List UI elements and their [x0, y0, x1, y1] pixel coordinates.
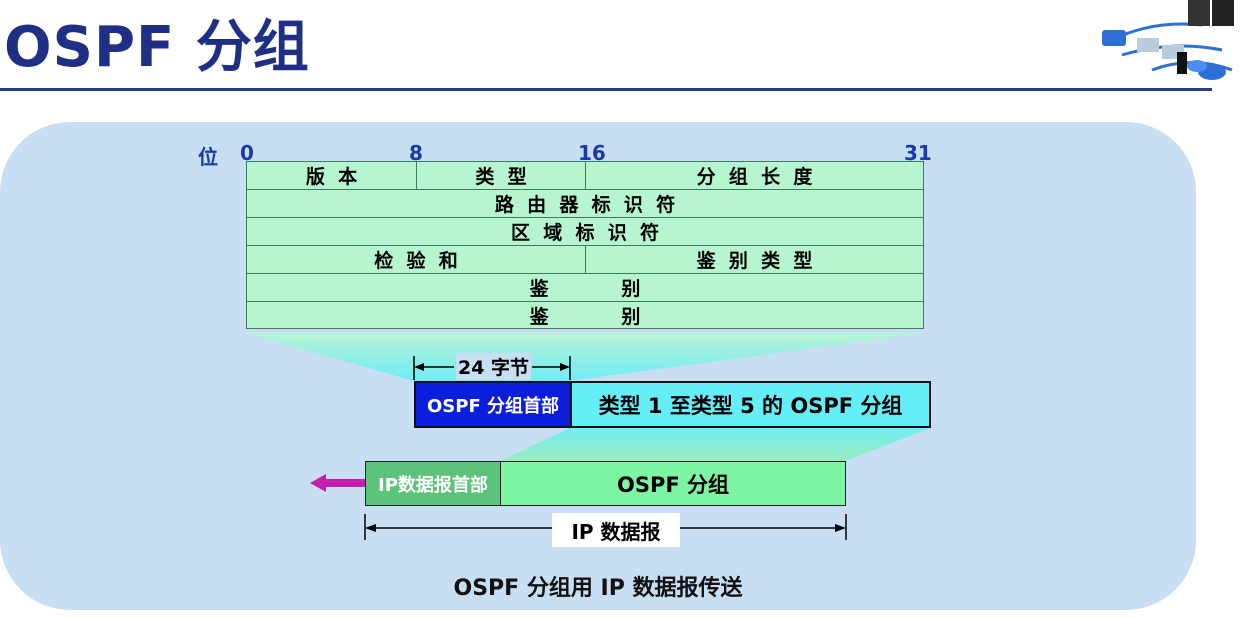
bit-axis-label: 位	[198, 145, 218, 169]
diagram-caption: OSPF 分组用 IP 数据报传送	[453, 576, 743, 601]
checksum-field: 检 验 和	[374, 250, 458, 272]
ospf-body-block: 类型 1 至类型 5 的 OSPF 分组	[570, 381, 931, 428]
table-row: 检 验 和 鉴 别 类 型	[246, 245, 924, 273]
auth-type-field: 鉴 别 类 型	[585, 246, 923, 273]
ip-header-block: IP数据报首部	[365, 461, 500, 506]
table-row: 鉴 别	[246, 301, 924, 329]
authentication-field: 鉴 别	[529, 305, 641, 328]
authentication-field: 鉴 别	[529, 278, 641, 300]
ip-datagram-label: IP 数据报	[552, 513, 680, 547]
title-divider	[0, 88, 1212, 91]
left-arrow-icon	[310, 474, 366, 492]
ip-payload-block: OSPF 分组	[500, 461, 846, 506]
area-id-field: 区 域 标 识 符	[511, 222, 659, 244]
ospf-header-block: OSPF 分组首部	[414, 381, 570, 428]
packet-length-field: 分 组 长 度	[585, 162, 923, 189]
router-id-field: 路 由 器 标 识 符	[494, 194, 676, 216]
header-size-label: 24 字节	[456, 353, 532, 380]
bit-mark-8: 8	[409, 141, 423, 165]
type-field: 类 型	[416, 162, 585, 189]
network-topology-icon	[1102, 0, 1234, 80]
page-title: OSPF 分组	[4, 15, 310, 80]
bit-mark-0: 0	[240, 141, 254, 165]
table-row: 区 域 标 识 符	[246, 217, 924, 245]
table-row: 版 本 类 型 分 组 长 度	[246, 161, 924, 189]
ospf-header-table: 版 本 类 型 分 组 长 度 路 由 器 标 识 符 区 域 标 识 符 检 …	[246, 161, 924, 329]
version-field: 版 本	[305, 166, 358, 188]
table-row: 路 由 器 标 识 符	[246, 189, 924, 217]
table-row: 鉴 别	[246, 273, 924, 301]
